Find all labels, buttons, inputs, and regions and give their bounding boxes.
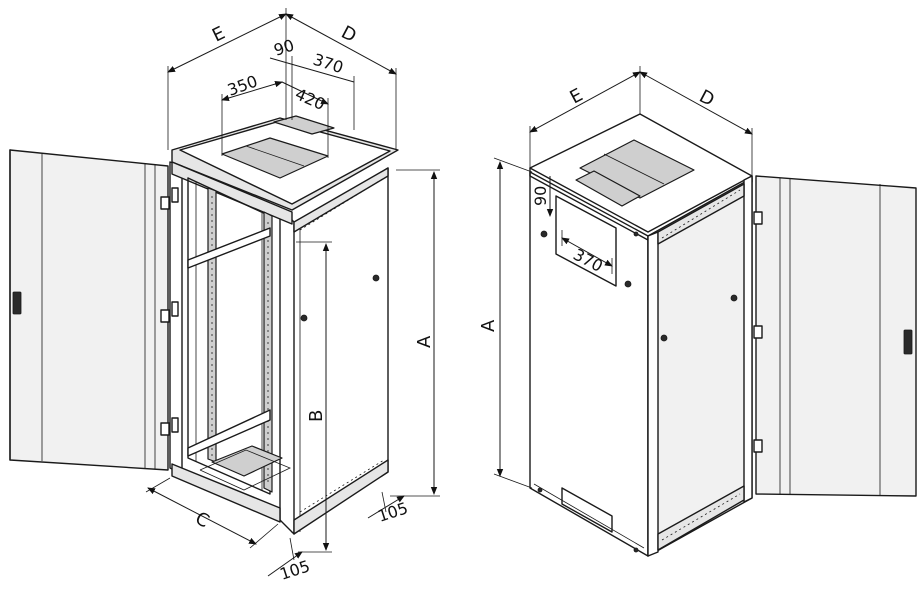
left-label-b: B bbox=[306, 410, 327, 422]
right-label-a: A bbox=[478, 319, 499, 332]
right-cabinet bbox=[529, 113, 917, 557]
left-label-a: A bbox=[414, 335, 435, 348]
left-label-350: 350 bbox=[225, 71, 260, 99]
left-label-90: 90 bbox=[271, 35, 296, 59]
left-open-door bbox=[9, 149, 170, 471]
door-handle-icon bbox=[12, 291, 22, 315]
right-label-d: D bbox=[696, 86, 718, 111]
left-label-105-bottom: 105 bbox=[277, 556, 312, 584]
left-label-420: 420 bbox=[292, 84, 328, 114]
right-label-e: E bbox=[566, 85, 586, 109]
right-label-90: 90 bbox=[531, 186, 550, 206]
right-dimensions bbox=[493, 66, 753, 489]
left-dimensions bbox=[145, 8, 440, 577]
left-label-105-right: 105 bbox=[375, 498, 410, 526]
right-open-door bbox=[753, 175, 917, 497]
rail-holes bbox=[211, 196, 269, 484]
left-label-370: 370 bbox=[311, 50, 346, 78]
left-label-e: E bbox=[209, 23, 228, 47]
right-door-handle-icon bbox=[903, 329, 913, 355]
left-label-d: D bbox=[338, 22, 360, 47]
left-cabinet bbox=[9, 115, 399, 535]
